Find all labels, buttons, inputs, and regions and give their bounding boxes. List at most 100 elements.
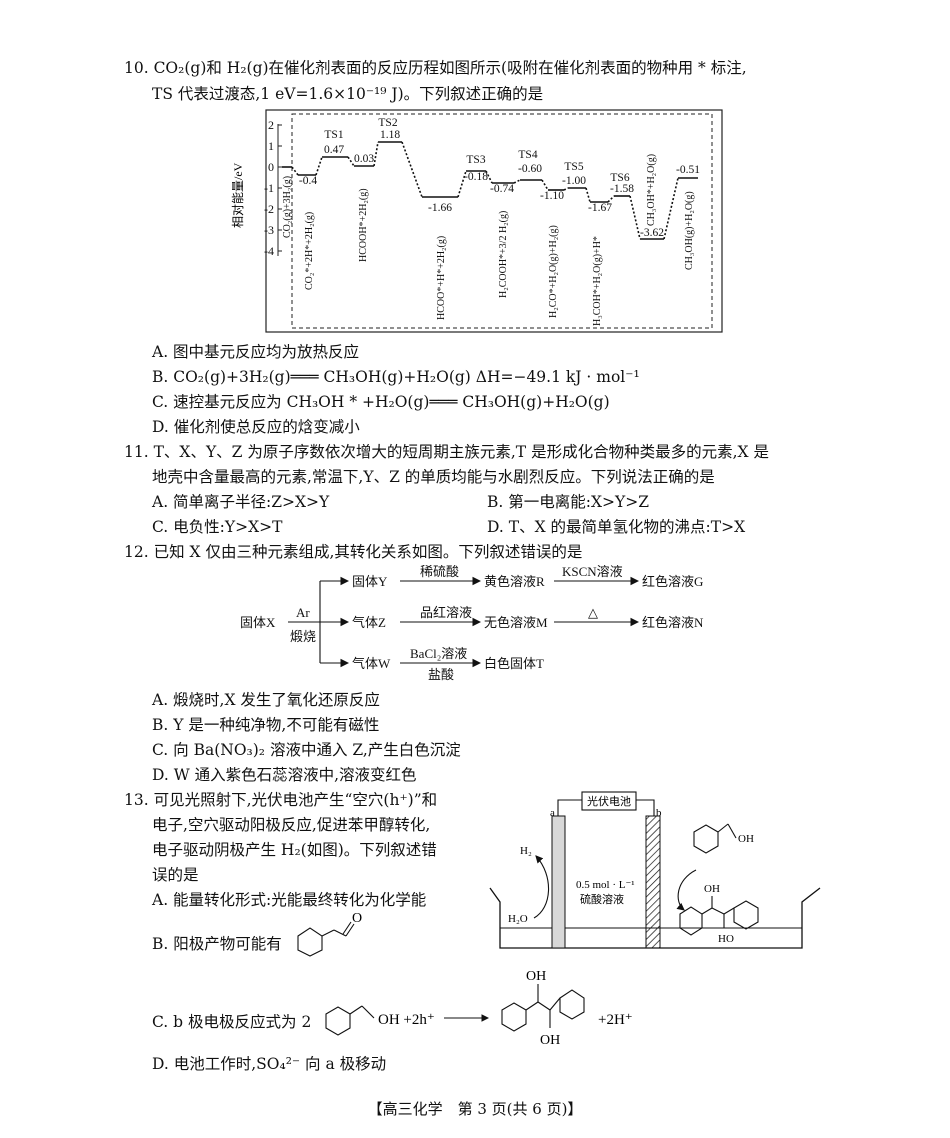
q11-option-b: B. 第一电离能:X>Y>Z	[487, 493, 649, 511]
glycol-oh-top: OH	[526, 969, 546, 984]
h2o-label: H₂O	[508, 913, 528, 925]
flow-gas-w: 气体W	[352, 656, 391, 671]
q11-stem-line1: 11. T、X、Y、Z 为原子序数依次增大的短周期主族元素,T 是形成化合物种类…	[124, 443, 769, 461]
value-label-11: -1.67	[588, 202, 612, 214]
q13-option-a: A. 能量转化形式:光能最终转化为化学能	[152, 891, 427, 909]
flow-reagent-w-bottom: 盐酸	[428, 667, 454, 682]
page-footer: 【高三化学 第 3 页(共 6 页)】	[367, 1100, 583, 1118]
q13-stem-line2: 电子,空穴驱动阳极反应,促进苯甲醇转化,	[152, 816, 431, 834]
battery-box	[581, 791, 637, 811]
q11-option-a: A. 简单离子半径:Z>X>Y	[152, 493, 330, 511]
option-c-reactant-label: OH +2h⁺	[378, 1012, 435, 1028]
solution-name: 硫酸溶液	[580, 892, 624, 906]
q10-option-a: A. 图中基元反应均为放热反应	[152, 343, 360, 361]
ts2-label: TS2	[378, 117, 397, 129]
ts4-label: TS4	[518, 149, 537, 161]
tick-m1: -1	[264, 181, 274, 195]
flow-solution-n: 红色溶液N	[642, 615, 704, 630]
q13-stem-line4: 误的是	[152, 866, 199, 884]
q12-stem: 12. 已知 X 仅由三种元素组成,其转化关系如图。下列叙述错误的是	[124, 543, 583, 561]
value-label-12: -1.58	[610, 183, 634, 195]
flow-reagent-y: 稀硫酸	[420, 565, 459, 579]
tick-m2: -2	[264, 202, 274, 216]
option-c-equation: OH +2h⁺ OH OH +2H⁺	[325, 969, 633, 1048]
h2-label: H₂	[520, 845, 532, 857]
flow-arrow-top: Ar	[296, 605, 310, 620]
value-label-6: -0.18	[464, 171, 488, 183]
benzaldehyde-structure: O	[297, 911, 362, 957]
y-axis-label: 相对能量/eV	[231, 162, 245, 228]
ts6-label: TS6	[610, 172, 629, 184]
species-label-2: CO₂*+2H*+2H₂(g)	[304, 212, 315, 290]
q10-stem-line2: TS 代表过渡态,1 eV=1.6×10⁻¹⁹ J)。下列叙述正确的是	[152, 85, 544, 103]
q12-option-a: A. 煅烧时,X 发生了氧化还原反应	[152, 691, 380, 709]
q11-stem-line2: 地壳中含量最高的元素,常温下,Y、Z 的单质均能与水剧烈反应。下列说法正确的是	[152, 468, 715, 486]
species-label-3: HCOOH*+2H₂(g)	[358, 188, 369, 262]
species-label-1: CO₂(g)+3H₂(g)	[282, 176, 293, 238]
ts5-label: TS5	[564, 161, 583, 173]
flow-reagent-m: △	[588, 605, 598, 620]
glycol-oh-bottom: OH	[540, 1033, 560, 1048]
value-label-1: -0.4	[299, 175, 317, 187]
species-label-6: H₂CO*+H₂O(g)+H₂(g)	[548, 225, 559, 318]
q11-option-d: D. T、X 的最简单氢化物的沸点:T>X	[487, 518, 746, 536]
q12-option-c: C. 向 Ba(NO₃)₂ 溶液中通入 Z,产生白色沉淀	[152, 741, 461, 759]
value-label-14: -0.51	[676, 164, 700, 176]
q12-option-b: B. Y 是一种纯净物,不可能有磁性	[152, 716, 380, 734]
glycol-oh-label: OH	[704, 883, 720, 895]
flow-reagent-w-top: BaCl₂溶液	[410, 646, 467, 661]
value-label-10: -1.00	[562, 175, 586, 187]
solution-conc: 0.5 mol · L⁻¹	[576, 879, 635, 891]
q10-option-c: C. 速控基元反应为 CH₃OH * +H₂O(g)═══ CH₃OH(g)+H…	[152, 393, 610, 411]
tick-m4: -4	[264, 244, 274, 258]
q12-flow-diagram: 固体X Ar 煅烧 固体Y 气体Z 气体W 稀硫酸 黄色溶液R KSCN溶液 红…	[240, 565, 704, 682]
q10-option-b: B. CO₂(g)+3H₂(g)═══ CH₃OH(g)+H₂O(g) ΔH=−…	[152, 368, 640, 386]
value-label-4: 1.18	[380, 129, 400, 141]
value-label-7: -0.74	[490, 183, 514, 195]
q10-option-d: D. 催化剂使总反应的焓变减小	[152, 418, 360, 436]
benzyl-oh-label: OH	[738, 833, 754, 845]
electrode-a	[551, 815, 566, 949]
glycol-ho-label: HO	[718, 933, 734, 945]
q11-option-c: C. 电负性:Y>X>T	[152, 518, 283, 536]
option-c-product-suffix: +2H⁺	[598, 1012, 633, 1028]
flow-solution-m: 无色溶液M	[484, 615, 548, 630]
electrode-a-label: a	[550, 807, 555, 819]
electrode-b-label: b	[656, 807, 662, 819]
species-label-5: H₂COOH*+3/2 H₂(g)	[498, 211, 509, 298]
flow-solution-r: 黄色溶液R	[484, 574, 545, 589]
species-label-8: CH₃OH*+H₂O(g)	[646, 154, 657, 226]
flow-solid-t: 白色固体T	[484, 656, 544, 671]
q13-stem-line3: 电子驱动阴极产生 H₂(如图)。下列叙述错	[152, 841, 437, 859]
value-label-2: 0.47	[324, 144, 344, 156]
ts1-label: TS1	[324, 129, 343, 141]
aldehyde-o-label: O	[352, 911, 362, 926]
tick-m3: -3	[264, 223, 274, 237]
q13-option-b: B. 阳极产物可能有	[152, 935, 282, 953]
flow-reagent-z: 品红溶液	[420, 605, 472, 620]
electrode-b	[645, 815, 661, 949]
value-label-5: -1.66	[428, 202, 452, 214]
tick-0: 0	[268, 160, 274, 174]
tick-1: 1	[268, 139, 274, 153]
q10-stem-line1: 10. CO₂(g)和 H₂(g)在催化剂表面的反应历程如图所示(吸附在催化剂表…	[124, 59, 747, 77]
value-label-13: -3.62	[640, 227, 664, 239]
ts3-label: TS3	[466, 154, 485, 166]
flow-arrow-bottom: 煅烧	[290, 629, 316, 644]
flow-solid-x: 固体X	[240, 615, 276, 630]
q13-option-c-prefix: C. b 极电极反应式为 2	[152, 1013, 312, 1031]
q13-option-d: D. 电池工作时,SO₄²⁻ 向 a 极移动	[152, 1055, 387, 1073]
flow-gas-z: 气体Z	[352, 615, 386, 630]
battery-label: 光伏电池	[587, 794, 631, 808]
flow-solid-y: 固体Y	[352, 574, 388, 589]
tick-2: 2	[268, 118, 274, 132]
species-label-4: HCOO*+H*+2H₂(g)	[436, 236, 447, 320]
value-label-9: -1.10	[540, 190, 564, 202]
flow-solution-g: 红色溶液G	[642, 574, 703, 589]
flow-reagent-r: KSCN溶液	[562, 565, 623, 579]
q13-stem-line1: 13. 可见光照射下,光伏电池产生“空穴(h⁺)”和	[124, 791, 438, 809]
value-label-8: -0.60	[518, 163, 542, 175]
q10-energy-diagram: 2 1 0 -1 -2 -3 -4 相对能量/eV	[231, 109, 723, 333]
value-label-3: 0.03	[354, 153, 374, 165]
species-label-9: CH₃OH(g)+H₂O(g)	[684, 191, 695, 270]
